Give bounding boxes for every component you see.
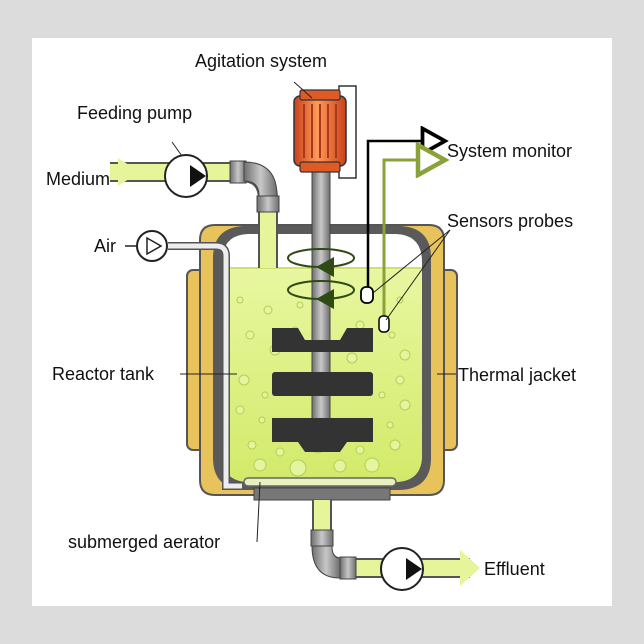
air-inlet-line — [168, 242, 230, 300]
sensor-line-green — [382, 160, 445, 318]
reactor-tank-label: Reactor tank — [52, 364, 155, 384]
feeding-pump-label: Feeding pump — [77, 103, 192, 123]
feeding-pipe — [110, 160, 280, 268]
medium-label: Medium — [46, 169, 110, 189]
feeding-pump-icon — [164, 154, 208, 198]
effluent-label: Effluent — [484, 559, 545, 579]
sensor-line-black — [366, 141, 445, 290]
medium-inlet-arrow — [118, 158, 140, 186]
sensors-probes-label: Sensors probes — [447, 211, 573, 231]
submerged-aerator-label: submerged aerator — [68, 532, 220, 552]
air-pump-icon — [125, 230, 168, 262]
submerged-aerator — [222, 300, 397, 490]
effluent-pump-icon — [380, 547, 424, 591]
sensor-probes — [360, 286, 390, 333]
air-label: Air — [94, 236, 116, 256]
effluent-outlet-arrow — [460, 550, 480, 586]
effluent-pipe — [310, 500, 470, 580]
system-monitor-label: System monitor — [447, 141, 572, 161]
tank-bottom-flange — [253, 487, 391, 501]
thermal-jacket-label: Thermal jacket — [458, 365, 576, 385]
leader-lines — [171, 81, 456, 543]
agitation-system-label: Agitation system — [195, 51, 327, 71]
rotation-arrows — [287, 248, 355, 309]
motor-icon — [293, 85, 357, 179]
